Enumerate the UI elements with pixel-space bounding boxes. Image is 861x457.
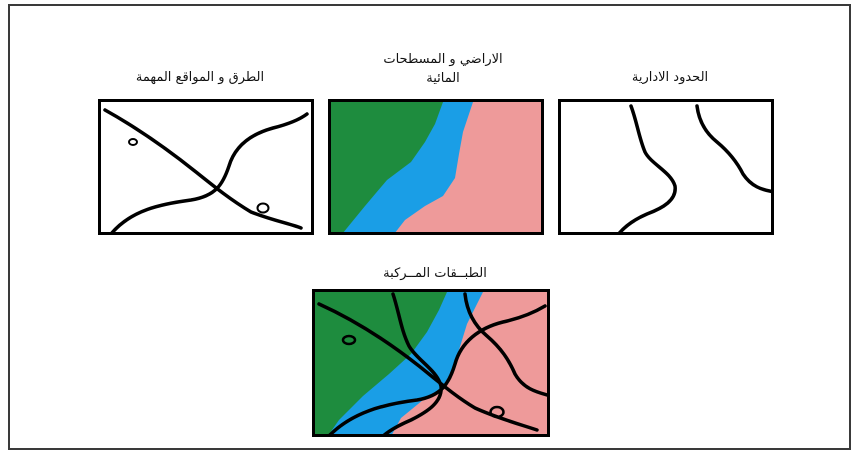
roads-layer-panel [98,99,314,235]
site-marker [341,334,357,346]
road-line [110,112,309,232]
land-water-layer-panel [328,99,544,235]
land-water-layer-drawing [331,102,541,232]
land-water-label-line2: المائية [426,71,460,86]
road-line [103,108,303,230]
boundary-line [382,292,443,434]
boundary-line [695,104,771,194]
pink-land-area [392,292,547,434]
land-water-label-line1: الاراضي و المسطحات [383,52,503,67]
boundaries-layer-drawing [617,104,771,232]
composite-layer-panel [312,289,550,437]
road-line [328,304,547,434]
composite-layer-label: الطبــقات المــركبة [383,266,487,281]
boundaries-layer-panel [558,99,774,235]
boundaries-layer-label: الحدود الادارية [631,70,709,85]
site-marker [256,202,270,214]
composite-layer-drawing [315,292,547,434]
boundary-line [617,104,677,232]
boundary-line [463,292,547,397]
land-water-layer-label: الاراضي و المسطحات المائية [328,50,558,88]
roads-layer-drawing [103,108,309,232]
site-marker [489,405,505,419]
green-land-area [315,292,447,434]
green-land-area [331,102,443,232]
figure-frame: الطرق و المواقع المهمة الاراضي و المسطحا… [8,4,851,450]
pink-land-area [395,102,541,232]
roads-layer-label: الطرق و المواقع المهمة [135,70,265,85]
site-marker [128,138,138,146]
